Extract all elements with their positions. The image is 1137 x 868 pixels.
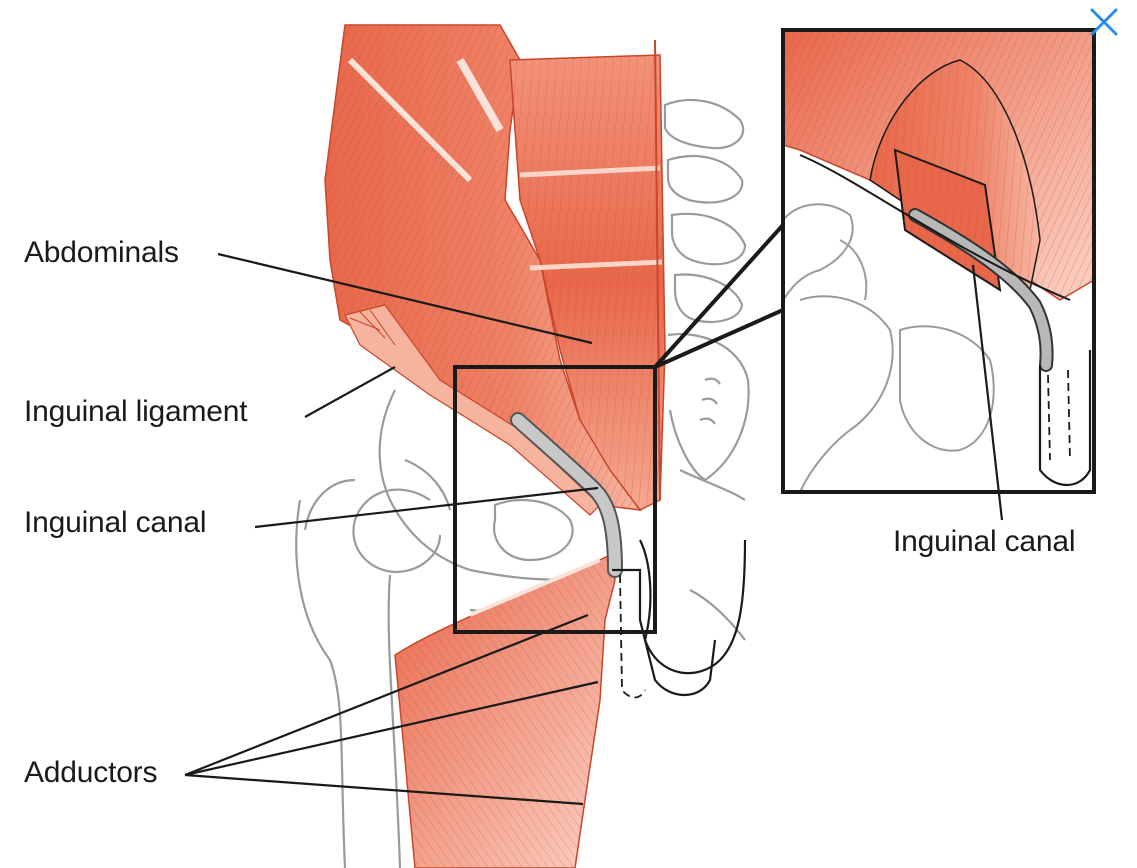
inset-inguinal-canal-label: Inguinal canal [893, 525, 1075, 559]
zoom-connector-lines [655, 225, 783, 367]
inguinal-canal-leader [255, 488, 598, 527]
adductors-label: Adductors [24, 756, 157, 790]
inguinal-canal-label: Inguinal canal [24, 506, 206, 540]
inguinal-ligament-leader [305, 367, 395, 417]
adductor-muscles [395, 555, 615, 868]
inset-panel [783, 30, 1094, 492]
close-icon [1086, 4, 1122, 40]
close-button[interactable] [1086, 4, 1122, 40]
abdominals-label: Abdominals [24, 236, 179, 270]
inguinal-ligament-label: Inguinal ligament [24, 395, 247, 429]
